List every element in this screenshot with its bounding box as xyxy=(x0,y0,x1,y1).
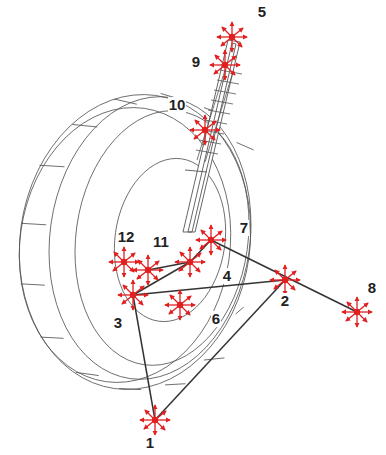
link-rods xyxy=(133,240,357,420)
callout-number: 7 xyxy=(239,220,249,236)
strut xyxy=(183,40,242,232)
callout-number: 2 xyxy=(280,293,290,309)
callout-number: 9 xyxy=(191,54,201,70)
callout-number: 8 xyxy=(367,280,377,296)
callout-number: 12 xyxy=(117,229,136,245)
callout-number: 10 xyxy=(168,97,187,113)
callout-number: 4 xyxy=(222,268,232,284)
callout-number: 1 xyxy=(145,435,155,451)
callout-number: 3 xyxy=(113,315,123,331)
callout-number: 6 xyxy=(211,311,221,327)
frame-markers xyxy=(109,22,372,435)
callout-number: 11 xyxy=(152,234,170,250)
wheel-wireframe xyxy=(0,77,271,405)
callout-number: 5 xyxy=(257,4,267,20)
